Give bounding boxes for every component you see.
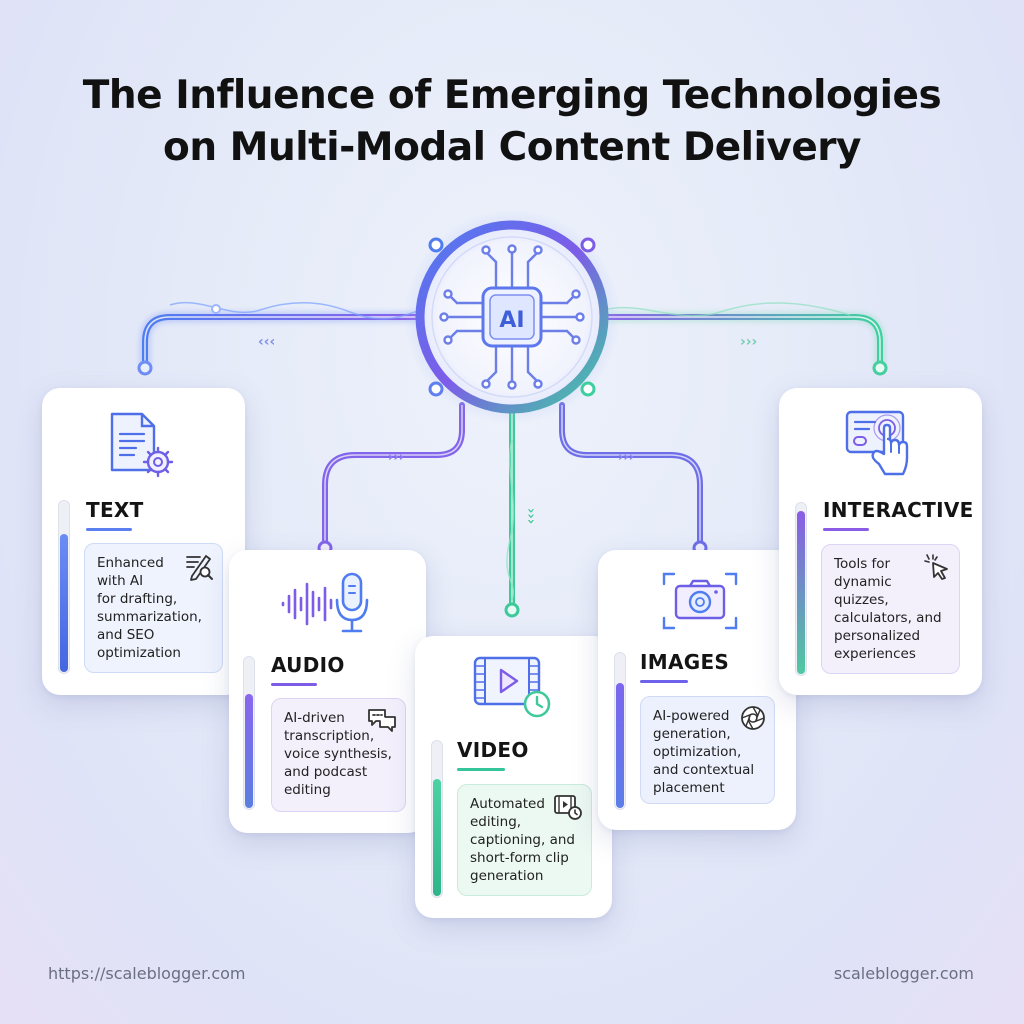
film-clock-icon: [554, 795, 582, 820]
text-label: TEXT: [86, 498, 144, 522]
svg-text:›››: ›››: [523, 508, 538, 524]
page-title: The Influence of Emerging Technologies o…: [0, 70, 1024, 174]
chat-bubbles-icon: [368, 709, 396, 732]
images-description: AI-powered generation, optimization, and…: [640, 696, 775, 804]
audio-underline: [271, 683, 317, 686]
interactive-label: INTERACTIVE: [823, 498, 974, 522]
camera-icon: [662, 572, 738, 630]
text-description: Enhanced with AI for drafting, summariza…: [84, 543, 223, 673]
images-label: IMAGES: [640, 650, 730, 674]
interactive-level-fill: [797, 510, 805, 674]
text-underline: [86, 528, 132, 531]
ai-chip-icon: [439, 244, 585, 390]
cursor-click-icon: [924, 554, 948, 580]
card-text: TEXT Enhanced with AI for drafting, summ…: [42, 388, 245, 695]
ai-hub: AI: [404, 209, 620, 425]
video-level-fill: [433, 779, 441, 896]
title-line-2: on Multi-Modal Content Delivery: [163, 125, 861, 170]
audio-level-bar: [243, 656, 255, 810]
images-underline: [640, 680, 688, 683]
touch-screen-icon: [845, 410, 909, 476]
audio-label: AUDIO: [271, 653, 345, 677]
card-images: IMAGES AI-powered generation, optimizati…: [598, 550, 796, 830]
pencil-search-icon: [186, 555, 213, 581]
images-level-fill: [616, 683, 624, 808]
lens-aperture-icon: [741, 706, 765, 730]
svg-text:›››: ›››: [740, 334, 757, 350]
svg-text:›››: ›››: [388, 450, 404, 465]
line-to-images: [559, 402, 703, 551]
footer-right-url[interactable]: scaleblogger.com: [833, 964, 974, 983]
microphone-waveform-icon: [281, 572, 369, 633]
interactive-underline: [823, 528, 869, 531]
video-underline: [457, 768, 505, 771]
audio-description: AI-driven transcription, voice synthesis…: [271, 698, 406, 812]
document-gear-icon: [110, 412, 174, 478]
text-level-fill: [60, 534, 68, 672]
footer-left-url[interactable]: https://scaleblogger.com: [48, 964, 246, 983]
card-interactive: INTERACTIVE Tools for dynamic quizzes, c…: [779, 388, 982, 695]
video-level-bar: [431, 740, 443, 898]
interactive-description: Tools for dynamic quizzes, calculators, …: [821, 544, 960, 674]
line-to-text: [142, 314, 423, 371]
ai-hub-label: AI: [499, 308, 524, 333]
audio-level-fill: [245, 694, 253, 808]
text-level-bar: [58, 500, 70, 674]
title-line-1: The Influence of Emerging Technologies: [82, 73, 942, 118]
video-clock-icon: [473, 656, 551, 718]
svg-text:‹‹‹: ‹‹‹: [258, 334, 275, 350]
svg-text:›››: ›››: [618, 450, 634, 465]
line-to-audio: [322, 402, 465, 551]
card-audio: AUDIO AI-driven transcription, voice syn…: [229, 550, 426, 833]
interactive-level-bar: [795, 502, 807, 676]
card-video: VIDEO Automated editing, captioning, and…: [415, 636, 612, 918]
video-label: VIDEO: [457, 738, 529, 762]
images-level-bar: [614, 652, 626, 810]
video-description: Automated editing, captioning, and short…: [457, 784, 592, 896]
